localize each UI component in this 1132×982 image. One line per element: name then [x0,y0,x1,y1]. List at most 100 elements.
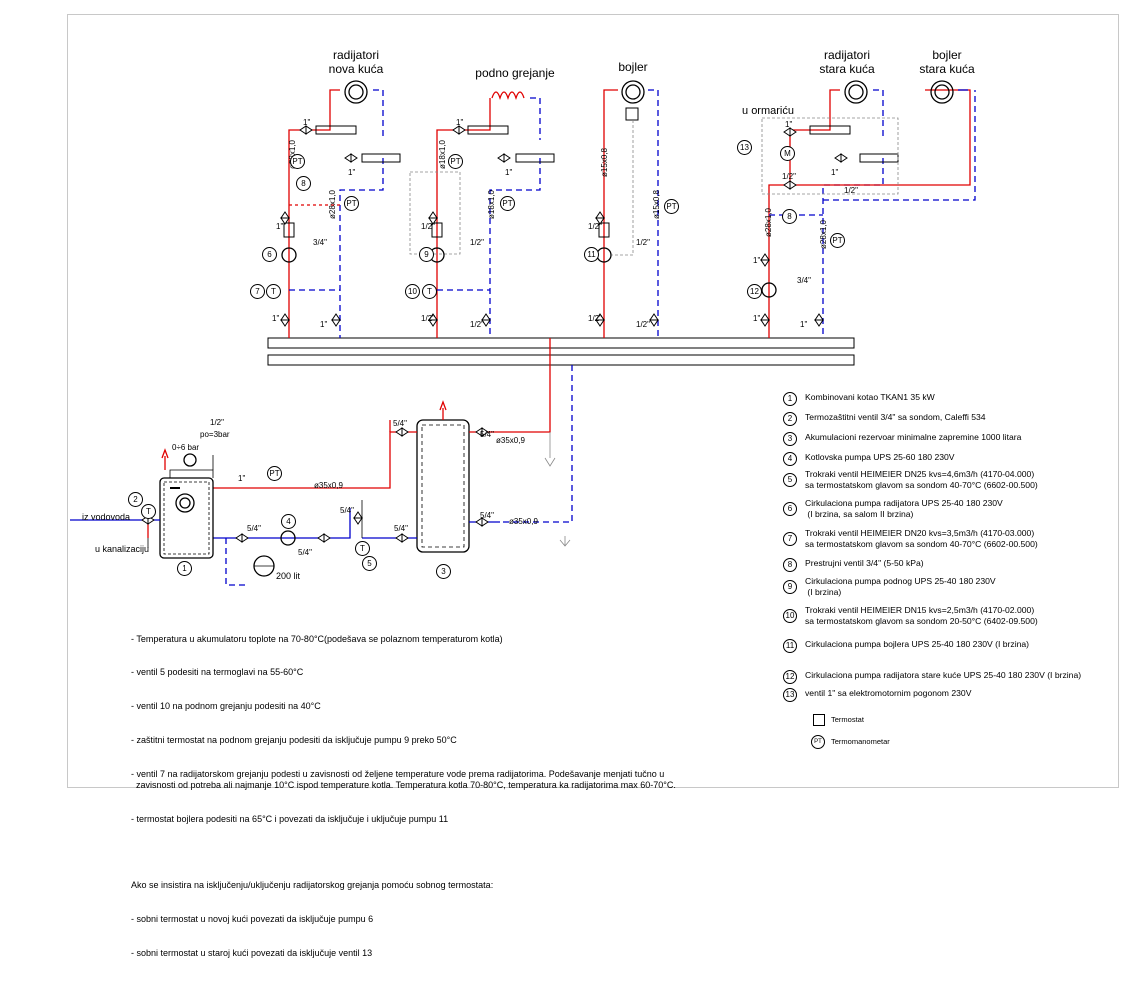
pipe-dim: ø35x0,9 [509,517,538,526]
pt-gauge: PT [344,196,359,211]
note-intro: Ako se insistira na isključenju/uključen… [131,879,494,890]
dim-label: 3/4" [797,276,811,285]
dim-label: 1" [753,314,761,323]
dim-label: 1" [276,222,284,231]
title-floor-heating: podno grejanje [475,66,555,80]
piping-diagram [70,80,976,586]
boiler-unit [159,477,214,559]
dim-label: 1/2" [844,186,858,195]
dim-label: 1" [505,168,513,177]
pt-gauge: PT [448,154,463,169]
dim-label: 5/4" [480,430,494,439]
circuit-boiler [596,80,659,338]
dim-label: 1" [303,118,311,127]
thermostat-head: T [266,284,281,299]
dim-label: 1/2" [470,320,484,329]
thermostat-head: T [422,284,437,299]
label-water-in: iz vodovoda [82,512,131,522]
pipe-dim: ø28x1,0 [818,220,828,249]
circuit-new-radiators [281,80,401,338]
dim-label: 1" [785,120,793,129]
dim-label: 1/2" [470,238,484,247]
dim-label: 1" [456,118,464,127]
badge-3: 3 [436,564,451,579]
dim-label: 5/4" [247,524,261,533]
pt-gauge: PT [664,199,679,214]
badge-11: 11 [584,247,599,262]
dim-label: 1" [753,256,761,265]
pipe-dim: ø15x0,8 [599,148,609,177]
accumulator-tank [416,419,470,553]
dim-label: 1/2" [421,314,435,323]
dim-label: 5/4" [480,511,494,520]
label-vessel: 200 lit [276,571,301,581]
badge-8b: 8 [782,209,797,224]
pipe-dim: ø15x0,8 [651,190,661,219]
pt-icon: PT [811,735,825,749]
dim-label: 1/2" [636,320,650,329]
pipe-dim: ø18x1,0 [486,190,496,219]
dim-label: 1/2" [588,222,602,231]
pt-gauge: PT [830,233,845,248]
dim-label: 1/2" [636,238,650,247]
thermostat-icon [813,714,825,726]
pipe-dim: ø28x1,0 [327,190,337,219]
dim-label: 1" [800,320,808,329]
title-boiler: bojler [618,60,648,74]
badge-4: 4 [281,514,296,529]
dim-label: 1" [238,474,246,483]
badge-7: 7 [250,284,265,299]
thermostat-head: T [141,504,156,519]
note-line: - ventil 5 podesiti na termoglavi na 55-… [131,667,304,678]
note-line: - ventil 10 na podnom grejanju podesiti … [131,701,321,712]
dim-label: 5/4" [394,524,408,533]
thermostat-head: T [355,541,370,556]
pipe-dim: ø28x1,0 [763,208,773,237]
return-header [267,354,855,366]
note-line: - Temperatura u akumulatoru toplote na 7… [131,633,503,644]
pt-gauge: PT [267,466,282,481]
badge-8: 8 [296,176,311,191]
dim-label: 1" [348,168,356,177]
badge-13: 13 [737,140,752,155]
pipe-dim: ø18x1,0 [437,140,447,169]
label-cabinet: u ormariću [742,105,794,117]
dim-label: 1/2" [588,314,602,323]
title-radiators-old: radijatori stara kuća [819,48,875,76]
badge-2: 2 [128,492,143,507]
badge-12: 12 [747,284,762,299]
schematic-sheet: radijatori nova kuća podno grejanje bojl… [67,14,1119,958]
valve-symbols [141,125,848,543]
dim-label: 1/2" [782,172,796,181]
dim-label: 5/4" [393,419,407,428]
badge-1: 1 [177,561,192,576]
badge-10: 10 [405,284,420,299]
pipe-dim: ø35x0,9 [496,436,525,445]
drawing-frame [67,14,1119,788]
badge-5: 5 [362,556,377,571]
label-drain: u kanalizaciju [95,544,150,554]
notes-block: - Temperatura u akumulatoru toplote na 7… [131,611,676,982]
pt-gauge: PT [290,154,305,169]
note-line: - zaštitni termostat na podnom grejanju … [131,735,457,746]
dim-label: 1" [320,320,328,329]
supply-header [267,337,855,349]
badge-6: 6 [262,247,277,262]
dim-label: 1" [272,314,280,323]
dim-label: 1" [831,168,839,177]
badge-9: 9 [419,247,434,262]
title-radiators-new: radijatori nova kuća [328,48,384,76]
note-line: - termostat bojlera podesiti na 65°C i p… [131,814,449,825]
dim-label: 1/2" [421,222,435,231]
title-boiler-old: bojler stara kuća [919,48,975,76]
dim-label: 5/4" [298,548,312,557]
valve-setting: po=3bar [200,430,230,439]
pipe-dim: ø35x0,9 [314,481,343,490]
pt-gauge: PT [500,196,515,211]
pressure-range: 0÷6 bar [172,443,200,452]
note-line: - ventil 7 na radijatorskom grejanju pod… [131,769,676,791]
note-spacer [131,848,676,857]
motor-valve: M [780,146,795,161]
dim-label: 3/4" [313,238,327,247]
dim-label: 5/4" [340,506,354,515]
